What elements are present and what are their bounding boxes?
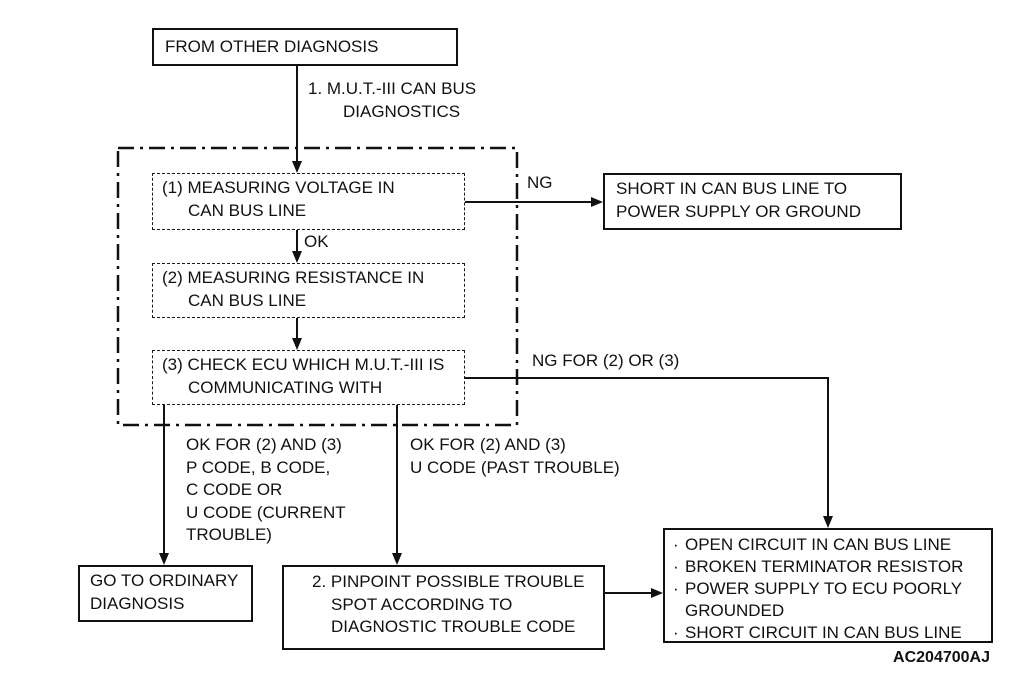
mut-can-bus-label-line2: DIAGNOSTICS bbox=[343, 101, 461, 121]
short-result-box: SHORT IN CAN BUS LINE TO POWER SUPPLY OR… bbox=[603, 173, 902, 230]
pinpoint-line3: DIAGNOSTIC TROUBLE CODE bbox=[331, 617, 576, 636]
diagnostics-group-border bbox=[116, 146, 519, 427]
right-branch-line2: U CODE (PAST TROUBLE) bbox=[410, 457, 620, 477]
bullet-icon: · bbox=[673, 535, 679, 554]
result-item-text: OPEN CIRCUIT IN CAN BUS LINE bbox=[685, 535, 952, 554]
left-branch-label: OK FOR (2) AND (3) P CODE, B CODE, C COD… bbox=[186, 434, 346, 547]
bullet-icon: · bbox=[673, 623, 679, 642]
arrowhead-pinpoint-to-result bbox=[651, 588, 663, 598]
arrowhead-ng23-to-result bbox=[823, 516, 833, 528]
step3-line1: (3) CHECK ECU WHICH M.U.T.-III IS bbox=[162, 355, 445, 374]
result-item: · BROKEN TERMINATOR RESISTOR bbox=[673, 556, 983, 578]
right-branch-line1: OK FOR (2) AND (3) bbox=[410, 435, 566, 454]
arrowhead-left-branch bbox=[159, 553, 169, 565]
bullet-icon: · bbox=[673, 579, 679, 598]
left-branch-line3: C CODE OR bbox=[186, 480, 283, 499]
step1-line2: CAN BUS LINE bbox=[188, 200, 307, 220]
start-box-label: FROM OTHER DIAGNOSIS bbox=[165, 36, 379, 56]
left-branch-line1: OK FOR (2) AND (3) bbox=[186, 435, 342, 454]
result-item-text: SHORT CIRCUIT IN CAN BUS LINE bbox=[685, 623, 962, 642]
result-list-box: · OPEN CIRCUIT IN CAN BUS LINE · BROKEN … bbox=[663, 528, 993, 643]
mut-can-bus-label: 1. M.U.T.-III CAN BUS DIAGNOSTICS bbox=[308, 78, 476, 123]
arrow-ng23-to-result bbox=[465, 377, 829, 518]
step2-line2: CAN BUS LINE bbox=[188, 290, 307, 310]
ng23-label: NG FOR (2) OR (3) bbox=[532, 351, 680, 370]
pinpoint-box: 2. PINPOINT POSSIBLE TROUBLE SPOT ACCORD… bbox=[282, 565, 605, 650]
result-item-text: BROKEN TERMINATOR RESISTOR bbox=[685, 557, 964, 576]
step2-box: (2) MEASURING RESISTANCE IN CAN BUS LINE bbox=[152, 263, 465, 318]
step1-box: (1) MEASURING VOLTAGE IN CAN BUS LINE bbox=[152, 173, 465, 230]
step2-line1: (2) MEASURING RESISTANCE IN bbox=[162, 268, 425, 287]
ng-label: NG bbox=[527, 173, 553, 192]
mut-can-bus-label-line1: 1. M.U.T.-III CAN BUS bbox=[308, 79, 477, 98]
right-branch-label: OK FOR (2) AND (3) U CODE (PAST TROUBLE) bbox=[410, 434, 620, 479]
step3-box: (3) CHECK ECU WHICH M.U.T.-III IS COMMUN… bbox=[152, 350, 465, 405]
goto-ordinary-line2: DIAGNOSIS bbox=[90, 593, 185, 613]
short-result-line2: POWER SUPPLY OR GROUND bbox=[616, 201, 861, 221]
left-branch-line2: P CODE, B CODE, bbox=[186, 457, 331, 477]
result-item: · POWER SUPPLY TO ECU POORLY GROUNDED bbox=[673, 578, 983, 622]
bullet-icon: · bbox=[673, 557, 679, 576]
pinpoint-line1: 2. PINPOINT POSSIBLE TROUBLE bbox=[312, 572, 585, 591]
ok-label: OK bbox=[304, 232, 329, 251]
arrowhead-ng-to-short bbox=[591, 197, 603, 207]
step1-line1: (1) MEASURING VOLTAGE IN bbox=[162, 178, 395, 197]
arrowhead-start-to-step1 bbox=[292, 161, 302, 173]
goto-ordinary-line1: GO TO ORDINARY bbox=[90, 571, 239, 590]
left-branch-line4: U CODE (CURRENT bbox=[186, 502, 346, 522]
result-item: · SHORT CIRCUIT IN CAN BUS LINE bbox=[673, 622, 983, 644]
goto-ordinary-box: GO TO ORDINARY DIAGNOSIS bbox=[78, 565, 253, 622]
result-item-text: POWER SUPPLY TO ECU POORLY GROUNDED bbox=[685, 579, 962, 620]
pinpoint-line2: SPOT ACCORDING TO bbox=[331, 594, 513, 614]
arrowhead-step2-to-step3 bbox=[292, 338, 302, 350]
start-box: FROM OTHER DIAGNOSIS bbox=[152, 28, 458, 66]
short-result-line1: SHORT IN CAN BUS LINE TO bbox=[616, 179, 848, 198]
arrowhead-ok-to-step2 bbox=[292, 251, 302, 263]
step3-line2: COMMUNICATING WITH bbox=[188, 377, 383, 397]
figure-code: AC204700AJ bbox=[893, 649, 990, 666]
left-branch-line5: TROUBLE) bbox=[186, 525, 272, 544]
result-item: · OPEN CIRCUIT IN CAN BUS LINE bbox=[673, 534, 983, 556]
arrowhead-right-branch bbox=[392, 553, 402, 565]
